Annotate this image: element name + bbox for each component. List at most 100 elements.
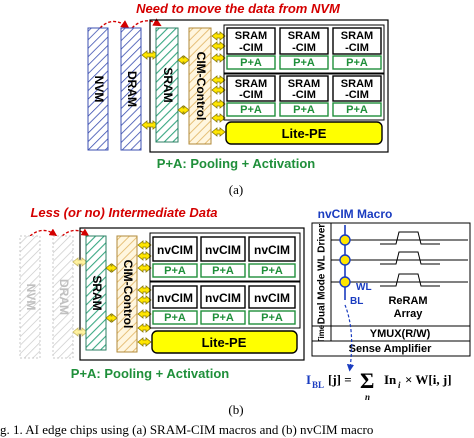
equation-lhs-arg: [j] = [328, 372, 352, 387]
panel-a-macro-group-top [223, 24, 385, 74]
panel-a-sram-cim-macro-3: SRAM -CIM [332, 27, 382, 55]
panel-b-pa-label: P+A [164, 312, 186, 324]
panel-a-pa-label: P+A [240, 104, 262, 116]
panel-b-nvcim-label: nvCIM [205, 291, 241, 305]
macro-sense-amp-label: Sense Amplifier [349, 343, 432, 355]
panel-a-sram-cim-macro-2: SRAM -CIM [279, 27, 329, 55]
panel-b-nvcim-label: nvCIM [254, 291, 290, 305]
panel-a-sram-cim-macro-4: SRAM -CIM [226, 75, 276, 102]
panel-b-pa-label: P+A [261, 312, 283, 324]
panel-b-macro-group-bottom [149, 281, 301, 329]
panel-a-sram-cim-line1: SRAM [288, 78, 320, 90]
equation-sigma: Σ [360, 368, 374, 393]
macro-driver-label: Dual Mode WL Driver [317, 224, 328, 324]
panel-a: Need to move the data from NVM NVM DRAM … [87, 1, 389, 197]
panel-a-sram-cim-line2: -CIM [239, 42, 263, 54]
panel-a-sram-cim-line1: SRAM [288, 30, 320, 42]
figure-caption: g. 1. AI edge chips using (a) SRAM-CIM m… [0, 422, 373, 437]
panel-b-pa-label: P+A [164, 265, 186, 277]
panel-b-caption: (b) [228, 402, 243, 417]
macro-current-arrow [344, 304, 355, 372]
panel-b-pa-label: P+A [261, 265, 283, 277]
panel-a-sram-cim-line1: SRAM [341, 78, 373, 90]
panel-b-dram-label: DRAM [57, 279, 71, 315]
panel-a-data-flow-arrow-2 [131, 18, 162, 29]
macro-cell-3 [339, 276, 351, 288]
panel-b-cim-control-label: CIM-Control [121, 260, 135, 329]
panel-b-sram-control-arrows [105, 263, 118, 323]
panel-a-sram-cim-macro-6: SRAM -CIM [332, 75, 382, 102]
macro-bl-label: BL [350, 296, 363, 307]
panel-a-nvm-label: NVM [92, 76, 106, 103]
panel-a-nvm-block: NVM [87, 27, 109, 151]
panel-b-pa-label: P+A [212, 265, 234, 277]
panel-a-chip-border [149, 19, 389, 153]
panel-b-chip-border [79, 227, 305, 361]
panel-b-cim-control-block: CIM-Control [116, 235, 138, 353]
panel-a-pa-row-2: P+A P+A P+A [226, 102, 382, 117]
macro-wl-label: WL [356, 282, 372, 293]
panel-a-sram-cim-line1: SRAM [341, 30, 373, 42]
macro-title: nvCIM Macro [318, 207, 393, 221]
panel-b-lite-pe-label: Lite-PE [202, 335, 247, 350]
panel-a-dram-label: DRAM [125, 71, 139, 107]
panel-a-sram-control-arrows [177, 55, 190, 115]
panel-b-legend: P+A: Pooling + Activation [71, 366, 229, 381]
panel-a-sram-cim-line2: -CIM [292, 89, 316, 101]
panel-b-nvcim-label: nvCIM [254, 243, 290, 257]
panel-a-cim-control-block: CIM-Control [188, 27, 212, 145]
equation-lhs: I [306, 372, 311, 387]
macro-time-label: Time [317, 324, 326, 343]
panel-b-dram-block: DRAM [52, 235, 74, 359]
macro-cell-2 [339, 254, 351, 266]
current-equation: I BL [j] = Σ n In i × W[i, j] [306, 368, 452, 402]
macro-pulse-2 [380, 251, 440, 265]
panel-b-lite-pe-block: Lite-PE [151, 330, 298, 354]
panel-a-sram-block: SRAM [155, 27, 179, 143]
panel-a-sram-cim-line2: -CIM [345, 42, 369, 54]
panel-a-sram-cim-line1: SRAM [235, 78, 267, 90]
panel-b-data-flow-arrow [29, 228, 58, 237]
nvcim-macro-detail: nvCIM Macro Dual Mode WL Driver Time YMU… [311, 207, 471, 372]
equation-rhs-rest: × W[i, j] [405, 372, 452, 387]
equation-sigma-sub: n [365, 392, 370, 402]
panel-a-lite-pe-label: Lite-PE [282, 126, 327, 141]
panel-a-pa-label: P+A [346, 104, 368, 116]
panel-a-pa-label: P+A [240, 57, 262, 69]
panel-a-sram-label: SRAM [161, 67, 175, 102]
macro-cell-1 [339, 234, 351, 246]
macro-pulse-3 [380, 273, 440, 287]
panel-b-nvcim-label: nvCIM [157, 291, 193, 305]
panel-b-sram-label: SRAM [90, 275, 104, 310]
panel-a-sram-cim-line2: -CIM [345, 89, 369, 101]
panel-b-pa-row-1: P+A P+A P+A [152, 263, 296, 278]
panel-a-cim-control-label: CIM-Control [194, 52, 208, 121]
panel-a-caption: (a) [229, 182, 243, 197]
equation-rhs: In [384, 372, 397, 387]
panel-a-pa-row-1: P+A P+A P+A [226, 55, 382, 70]
equation-rhs-sub: i [398, 380, 401, 390]
panel-a-macro-group-bottom [223, 73, 385, 121]
panel-b-macro-group-top [149, 232, 301, 282]
panel-a-sram-cim-macro-1: SRAM -CIM [226, 27, 276, 55]
panel-b-nvcim-row-1: nvCIM nvCIM nvCIM [152, 236, 296, 262]
panel-a-sram-cim-line1: SRAM [235, 30, 267, 42]
macro-pulse-1 [380, 231, 440, 245]
panel-b-nvm-label: NVM [24, 284, 38, 311]
panel-b-dram-sram-arrows [72, 257, 88, 337]
macro-array-label-line1: ReRAM [388, 295, 427, 307]
panel-b-control-macro-arrows [137, 240, 152, 347]
panel-b-nvm-block: NVM [19, 235, 41, 359]
panel-a-data-flow-arrow [99, 20, 130, 29]
panel-a-pa-label: P+A [293, 57, 315, 69]
panel-b: Less (or no) Intermediate Data NVM DRAM … [19, 205, 305, 381]
panel-b-pa-label: P+A [212, 312, 234, 324]
panel-a-dram-block: DRAM [120, 27, 142, 151]
panel-b-nvcim-row-2: nvCIM nvCIM nvCIM [152, 285, 296, 309]
panel-a-pa-label: P+A [346, 57, 368, 69]
panel-b-nvcim-label: nvCIM [205, 243, 241, 257]
panel-a-pa-label: P+A [293, 104, 315, 116]
equation-lhs-sub: BL [312, 380, 324, 390]
macro-ymux-label: YMUX(R/W) [370, 328, 431, 340]
panel-b-nvcim-label: nvCIM [157, 243, 193, 257]
